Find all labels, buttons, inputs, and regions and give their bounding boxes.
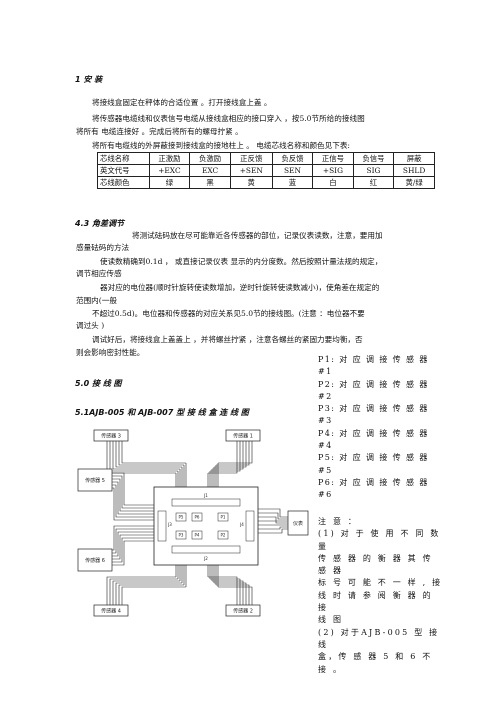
section-5-1-heading: 5.1AJB-005 和 AJB-007 型 接 线 盒 连 线 图 — [75, 408, 249, 417]
list-item: #3 — [318, 416, 333, 426]
table-cell: 负激励 — [189, 152, 231, 165]
junction-label: J3 — [167, 522, 172, 527]
install-para-3: 将所有电缆线的外屏蔽接到接线盒的接地柱上 。 电缆芯线名称和颜色见下表: — [92, 141, 350, 150]
angle-para-line-5: 器对应的电位器(顺时针旋转使读数增加，逆时针旋转使读数减小)，使角差在规定的 — [100, 283, 380, 292]
wiring-diagram: P5 P6 P1 P3 P4 P2 J1 J2 J3 J4 传感器 3 传感器 … — [77, 429, 309, 617]
table-cell: +EXC — [148, 164, 191, 177]
table-cell: +SEN — [229, 164, 273, 177]
angle-para-line-8: 调过头 ) — [76, 321, 105, 330]
terminal-strip-top — [171, 498, 241, 507]
list-item: #4 — [318, 441, 333, 451]
list-item: P3: 对 应 调 接 传 感 器 — [318, 404, 429, 414]
sensor-4-label: 传感器 4 — [101, 608, 121, 615]
table-row: 芯线名称 正激励 负激励 正反馈 负反馈 正信号 负信号 屏蔽 — [97, 152, 435, 165]
table-cell: 正反馈 — [229, 152, 273, 165]
table-cell: +SIG — [312, 164, 354, 177]
angle-para-line-10: 则会影响密封性能。 — [76, 348, 145, 357]
list-item: P6: 对 应 调 接 传 感 器 — [318, 477, 429, 487]
pot-label: P3 — [179, 533, 184, 538]
table-row: 芯线颜色 绿 黑 黄 蓝 白 红 黄/绿 — [97, 176, 435, 189]
table-cell: 芯线名称 — [97, 152, 150, 165]
note-line: 注 意 ： — [318, 517, 359, 526]
diagram-wires — [106, 441, 288, 605]
angle-para-line-6: 范围内(一般 — [76, 296, 117, 305]
table-cell: 黄/绿 — [393, 176, 435, 189]
table-cell: 黑 — [189, 176, 231, 189]
pot-label: P5 — [179, 515, 184, 520]
list-item: #1 — [318, 367, 333, 377]
meter-label: 仪表 — [293, 520, 303, 527]
table-cell: 负反馈 — [271, 152, 314, 165]
table-cell: 负信号 — [352, 152, 395, 165]
angle-para-line-2: 感量砝码的方法 — [76, 243, 130, 252]
table-cell: 黄 — [229, 176, 273, 189]
note-line: 传 感 器 的 衡 器 其 传 感 器 — [318, 553, 433, 576]
sensor-1-label: 传感器 1 — [233, 433, 253, 440]
cable-core-table: 芯线名称 正激励 负激励 正反馈 负反馈 正信号 负信号 屏蔽 英文代号 +EX… — [97, 152, 435, 189]
junction-label: J2 — [203, 556, 208, 561]
list-item: #2 — [318, 391, 333, 401]
sensor-3-label: 传感器 3 — [101, 433, 121, 440]
terminal-strip-left — [157, 510, 167, 542]
note-line: 线 图 — [318, 615, 344, 625]
sensor-2-label: 传感器 2 — [233, 608, 253, 615]
section-4-3-heading: 4.3 角差调节 — [75, 219, 124, 228]
junction-board — [153, 486, 259, 566]
table-cell: 正激励 — [148, 152, 191, 165]
table-cell: 绿 — [148, 176, 191, 189]
angle-para-line-1: 将测试砝码放在尽可能靠近各传感器的部位，记录仪表读数，注意，要用加 — [132, 231, 383, 240]
terminal-strip-bottom — [171, 545, 241, 554]
angle-para-line-3: 使读数精确到0.1d ， 或直接记录仪表 显示的内分度数。然后按照计量法规的规定… — [100, 257, 383, 266]
table-row: 英文代号 +EXC EXC +SEN SEN +SIG SIG SHLD — [97, 164, 435, 177]
note-line: (2) 对于AJB-005 型 接 线 — [318, 627, 440, 649]
list-item: #5 — [318, 465, 333, 475]
note-line: 线 时 请 参 阅 衡 器 的 接 — [318, 590, 433, 613]
note-line: 标 号 可 能 不 一 样 , 接 — [318, 578, 443, 588]
pot-mapping-list: P1: 对 应 调 接 传 感 器 #1 P2: 对 应 调 接 传 感 器 #… — [318, 354, 446, 502]
pot-label: P4 — [195, 533, 200, 538]
table-cell: 蓝 — [271, 176, 314, 189]
junction-label: J4 — [239, 522, 244, 527]
list-item: P5: 对 应 调 接 传 感 器 — [318, 453, 429, 463]
table-cell: 芯线颜色 — [97, 176, 150, 189]
table-cell: SHLD — [393, 164, 435, 177]
table-cell: 正信号 — [312, 152, 354, 165]
table-cell: SIG — [352, 164, 395, 177]
section-5-0-heading: 5.0 接 线 图 — [75, 379, 122, 388]
angle-para-line-9: 调试好后，将接线盒上盖盖上 ，并将螺丝拧紧 ，注意各螺丝的紧固力要均衡，否 — [92, 335, 363, 344]
install-para-2a: 将传感器电缆线和仪表信号电缆从接线盒相应的接口穿入 ，按5.0节所给的接线图 — [92, 114, 365, 123]
list-item: P4: 对 应 调 接 传 感 器 — [318, 428, 429, 438]
pot-label: P6 — [195, 515, 200, 520]
notes-block: 注 意 ： (1) 对 于 使 用 不 同 数 量 传 感 器 的 衡 器 其 … — [318, 516, 446, 676]
table-cell: 英文代号 — [97, 164, 150, 177]
angle-para-line-4: 调节相应传感 — [76, 269, 122, 278]
install-para-1: 将接线盒固定在秤体的合适位置 。打开接线盒上盖 。 — [92, 98, 272, 107]
note-line: (1) 对 于 使 用 不 同 数 量 — [318, 529, 441, 551]
angle-para-line-7: 不超过0.5d)。电位器和传感器的对应关系见5.0节的接线图。(注意 ：电位器不… — [92, 309, 365, 318]
list-item: P2: 对 应 调 接 传 感 器 — [318, 379, 429, 389]
install-para-2b: 将所有 电缆连接好 。完成后将所有的螺母拧紧 。 — [76, 127, 243, 136]
table-cell: 红 — [352, 176, 395, 189]
list-item: P1: 对 应 调 接 传 感 器 — [318, 355, 429, 364]
pot-label: P2 — [221, 533, 226, 538]
table-cell: SEN — [271, 164, 314, 177]
terminal-strip-right — [245, 510, 255, 542]
pot-label: P1 — [221, 515, 226, 520]
table-cell: EXC — [189, 164, 231, 177]
sensor-6-label: 传感器 6 — [85, 557, 105, 564]
list-item: #6 — [318, 490, 333, 500]
table-cell: 屏蔽 — [393, 152, 435, 165]
junction-label: J1 — [203, 493, 208, 498]
section-1-heading: 1 安 装 — [75, 75, 103, 84]
sensor-5-label: 传感器 5 — [85, 477, 105, 484]
table-cell: 白 — [312, 176, 354, 189]
note-line: 盒，传 感 器 5 和 6 不 接 。 — [318, 652, 433, 674]
